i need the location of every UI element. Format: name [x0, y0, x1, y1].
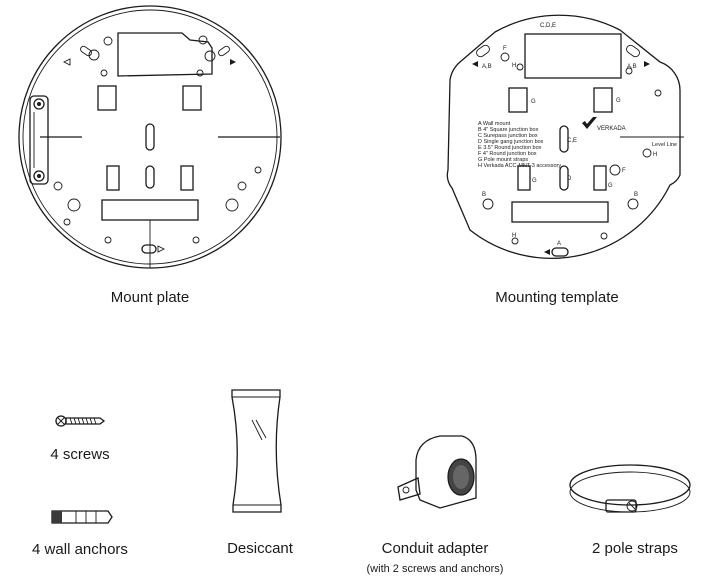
marker-b-right: B — [634, 192, 638, 198]
marker-ce: C,E — [567, 138, 577, 144]
legend-item: G Pole mount straps — [478, 157, 528, 163]
marker-ab-right: A,B — [627, 64, 637, 70]
marker-g3: G — [532, 178, 537, 184]
legend-item: H Verkada ACC-MNT-3 accessory — [478, 163, 561, 169]
marker-g4: G — [608, 183, 613, 189]
marker-f-top: F — [503, 46, 507, 52]
mounting-template-caption: Mounting template — [495, 289, 619, 306]
marker-b-left: B — [482, 192, 486, 198]
marker-d: D — [567, 176, 572, 182]
marker-a-bottom: A — [557, 241, 561, 247]
legend-item: D Single gang junction box — [478, 139, 544, 145]
screws-caption: 4 screws — [50, 446, 110, 463]
legend-item: B 4" Square junction box — [478, 127, 539, 133]
marker-h-top: H — [512, 63, 516, 69]
marker-h-right: H — [653, 152, 657, 158]
conduit-adapter-caption: Conduit adapter — [381, 540, 489, 557]
marker-h-bottom: H — [512, 233, 516, 239]
template-brand: VERKADA — [597, 126, 626, 132]
marker-g1: G — [531, 99, 536, 105]
desiccant-caption: Desiccant — [227, 540, 293, 557]
pole-straps-caption: 2 pole straps — [592, 540, 678, 557]
marker-g2: G — [616, 98, 621, 104]
legend-item: A Wall mount — [478, 121, 511, 127]
wall-anchors-caption: 4 wall anchors — [32, 541, 128, 558]
level-line-label: Level Line — [652, 142, 677, 148]
marker-f-right: F — [622, 168, 626, 174]
conduit-adapter-note: (with 2 screws and anchors) — [366, 563, 504, 575]
marker-ab-left: A,B — [482, 64, 492, 70]
legend-item: C Surepass junction box — [478, 133, 538, 139]
mount-plate-caption: Mount plate — [110, 289, 190, 306]
legend-item: F 4" Round junction box — [478, 151, 537, 157]
marker-cde: C,D,E — [540, 23, 556, 29]
template-legend: A Wall mount B 4" Square junction box C … — [478, 121, 561, 169]
legend-item: E 3.5" Round junction box — [478, 145, 542, 151]
